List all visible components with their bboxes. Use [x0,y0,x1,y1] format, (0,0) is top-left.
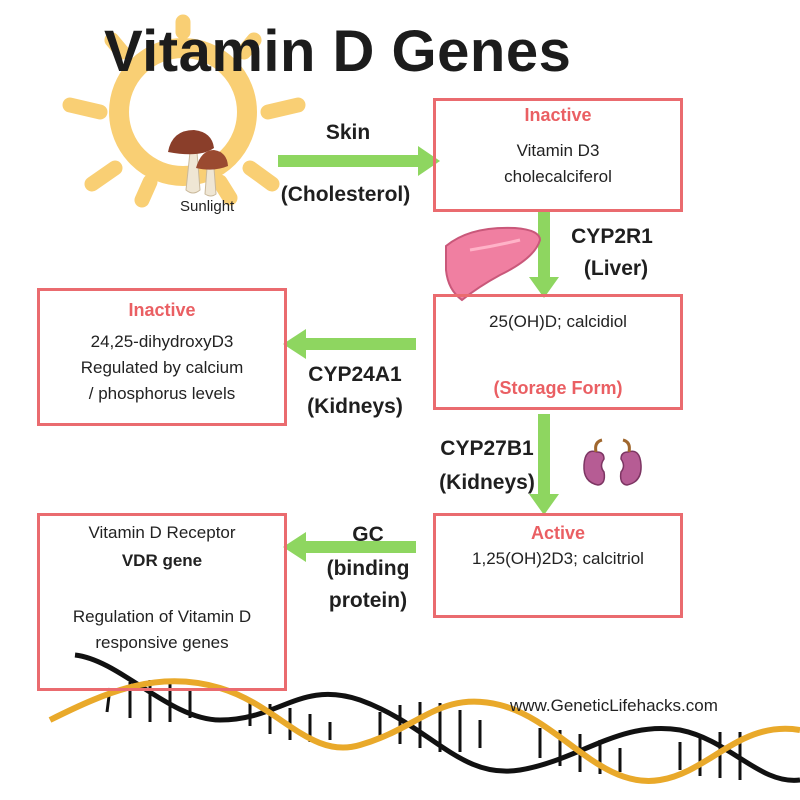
calcidiol-text: 25(OH)D; calcidiol [489,312,627,331]
responsive-genes-text: responsive genes [95,633,229,652]
binding-label: (binding [326,557,410,580]
dihydroxy-box: Inactive 24,25-dihydroxyD3 Regulated by … [37,288,287,426]
dna-helix-icon [48,652,800,784]
storage-form-label: (Storage Form) [493,378,623,398]
vitamin-d3-box: Inactive Vitamin D3 cholecalciferol [433,98,683,212]
inactive-heading: Inactive [524,105,592,125]
skin-label: Skin [325,121,371,144]
phosphorus-text: / phosphorus levels [88,384,236,403]
calcidiol-box: 25(OH)D; calcidiol (Storage Form) [433,294,683,410]
arrow-cyp2r1 [538,212,550,277]
arrow-gc [306,541,416,553]
vitamin-d3-text: Vitamin D3 [516,141,600,160]
vitamin-d-receptor-text: Vitamin D Receptor [88,523,236,542]
cyp24a1-label: CYP24A1 [308,363,402,386]
calcitriol-box: Active 1,25(OH)2D3; calcitriol [433,513,683,618]
vdr-box: Vitamin D Receptor VDR gene Regulation o… [37,513,287,691]
gc-label: GC [352,523,384,546]
kidneys-icon [583,438,642,486]
sun-icon [62,14,306,208]
vdr-gene-text: VDR gene [121,551,203,570]
kidneys-label-2: (Kidneys) [439,471,535,494]
arrow-skin [278,155,418,167]
regulation-text: Regulation of Vitamin D [72,607,252,626]
arrow-cyp24a1 [306,338,416,350]
cholecalciferol-text: cholecalciferol [504,167,612,186]
regulated-text: Regulated by calcium [80,358,244,377]
cyp2r1-label: CYP2R1 [571,225,653,248]
cyp27b1-label: CYP27B1 [440,437,534,460]
liver-icon [445,226,542,302]
website-link[interactable]: www.GeneticLifehacks.com [510,696,718,715]
liver-label: (Liver) [583,257,649,280]
active-heading: Active [530,523,586,543]
flow-arrows [278,146,559,562]
calcitriol-text: 1,25(OH)2D3; calcitriol [472,549,644,568]
sunlight-label: Sunlight [180,198,235,215]
dihydroxy-text: 24,25-dihydroxyD3 [90,332,234,351]
mushroom-icon [168,130,228,197]
kidneys-label-1: (Kidneys) [307,395,403,418]
arrow-cyp27b1 [538,414,550,494]
page-title: Vitamin D Genes [104,19,572,84]
inactive-heading-2: Inactive [128,300,196,320]
cholesterol-label: (Cholesterol) [280,183,411,206]
protein-label: protein) [328,589,408,612]
